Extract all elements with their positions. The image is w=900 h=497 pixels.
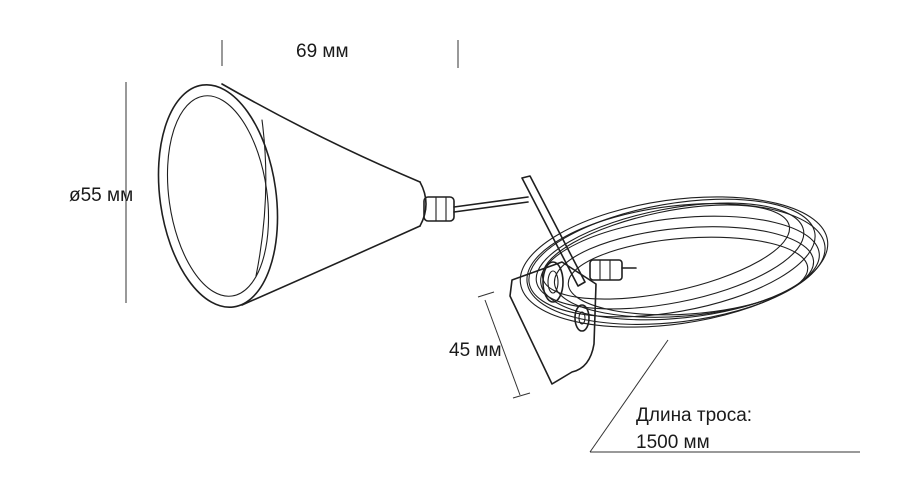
height-dimension-lines	[477, 291, 531, 399]
diameter-label: ø55 мм	[69, 185, 134, 206]
cable-length-label-line1: Длина троса:	[636, 405, 753, 426]
cable-coil	[519, 196, 829, 328]
mounting-bracket	[509, 175, 637, 385]
cable-length-label-line2: 1500 мм	[636, 432, 710, 453]
cable-leader-line	[589, 339, 860, 453]
width-label: 69 мм	[296, 41, 349, 62]
cable-length-label: Длина троса: 1500 мм	[636, 402, 752, 456]
bracket-height-label: 45 мм	[449, 340, 502, 361]
cable-straight	[453, 196, 529, 213]
cone-connector	[423, 196, 455, 222]
width-dimension-lines	[221, 40, 459, 68]
cone-shade	[157, 83, 427, 309]
